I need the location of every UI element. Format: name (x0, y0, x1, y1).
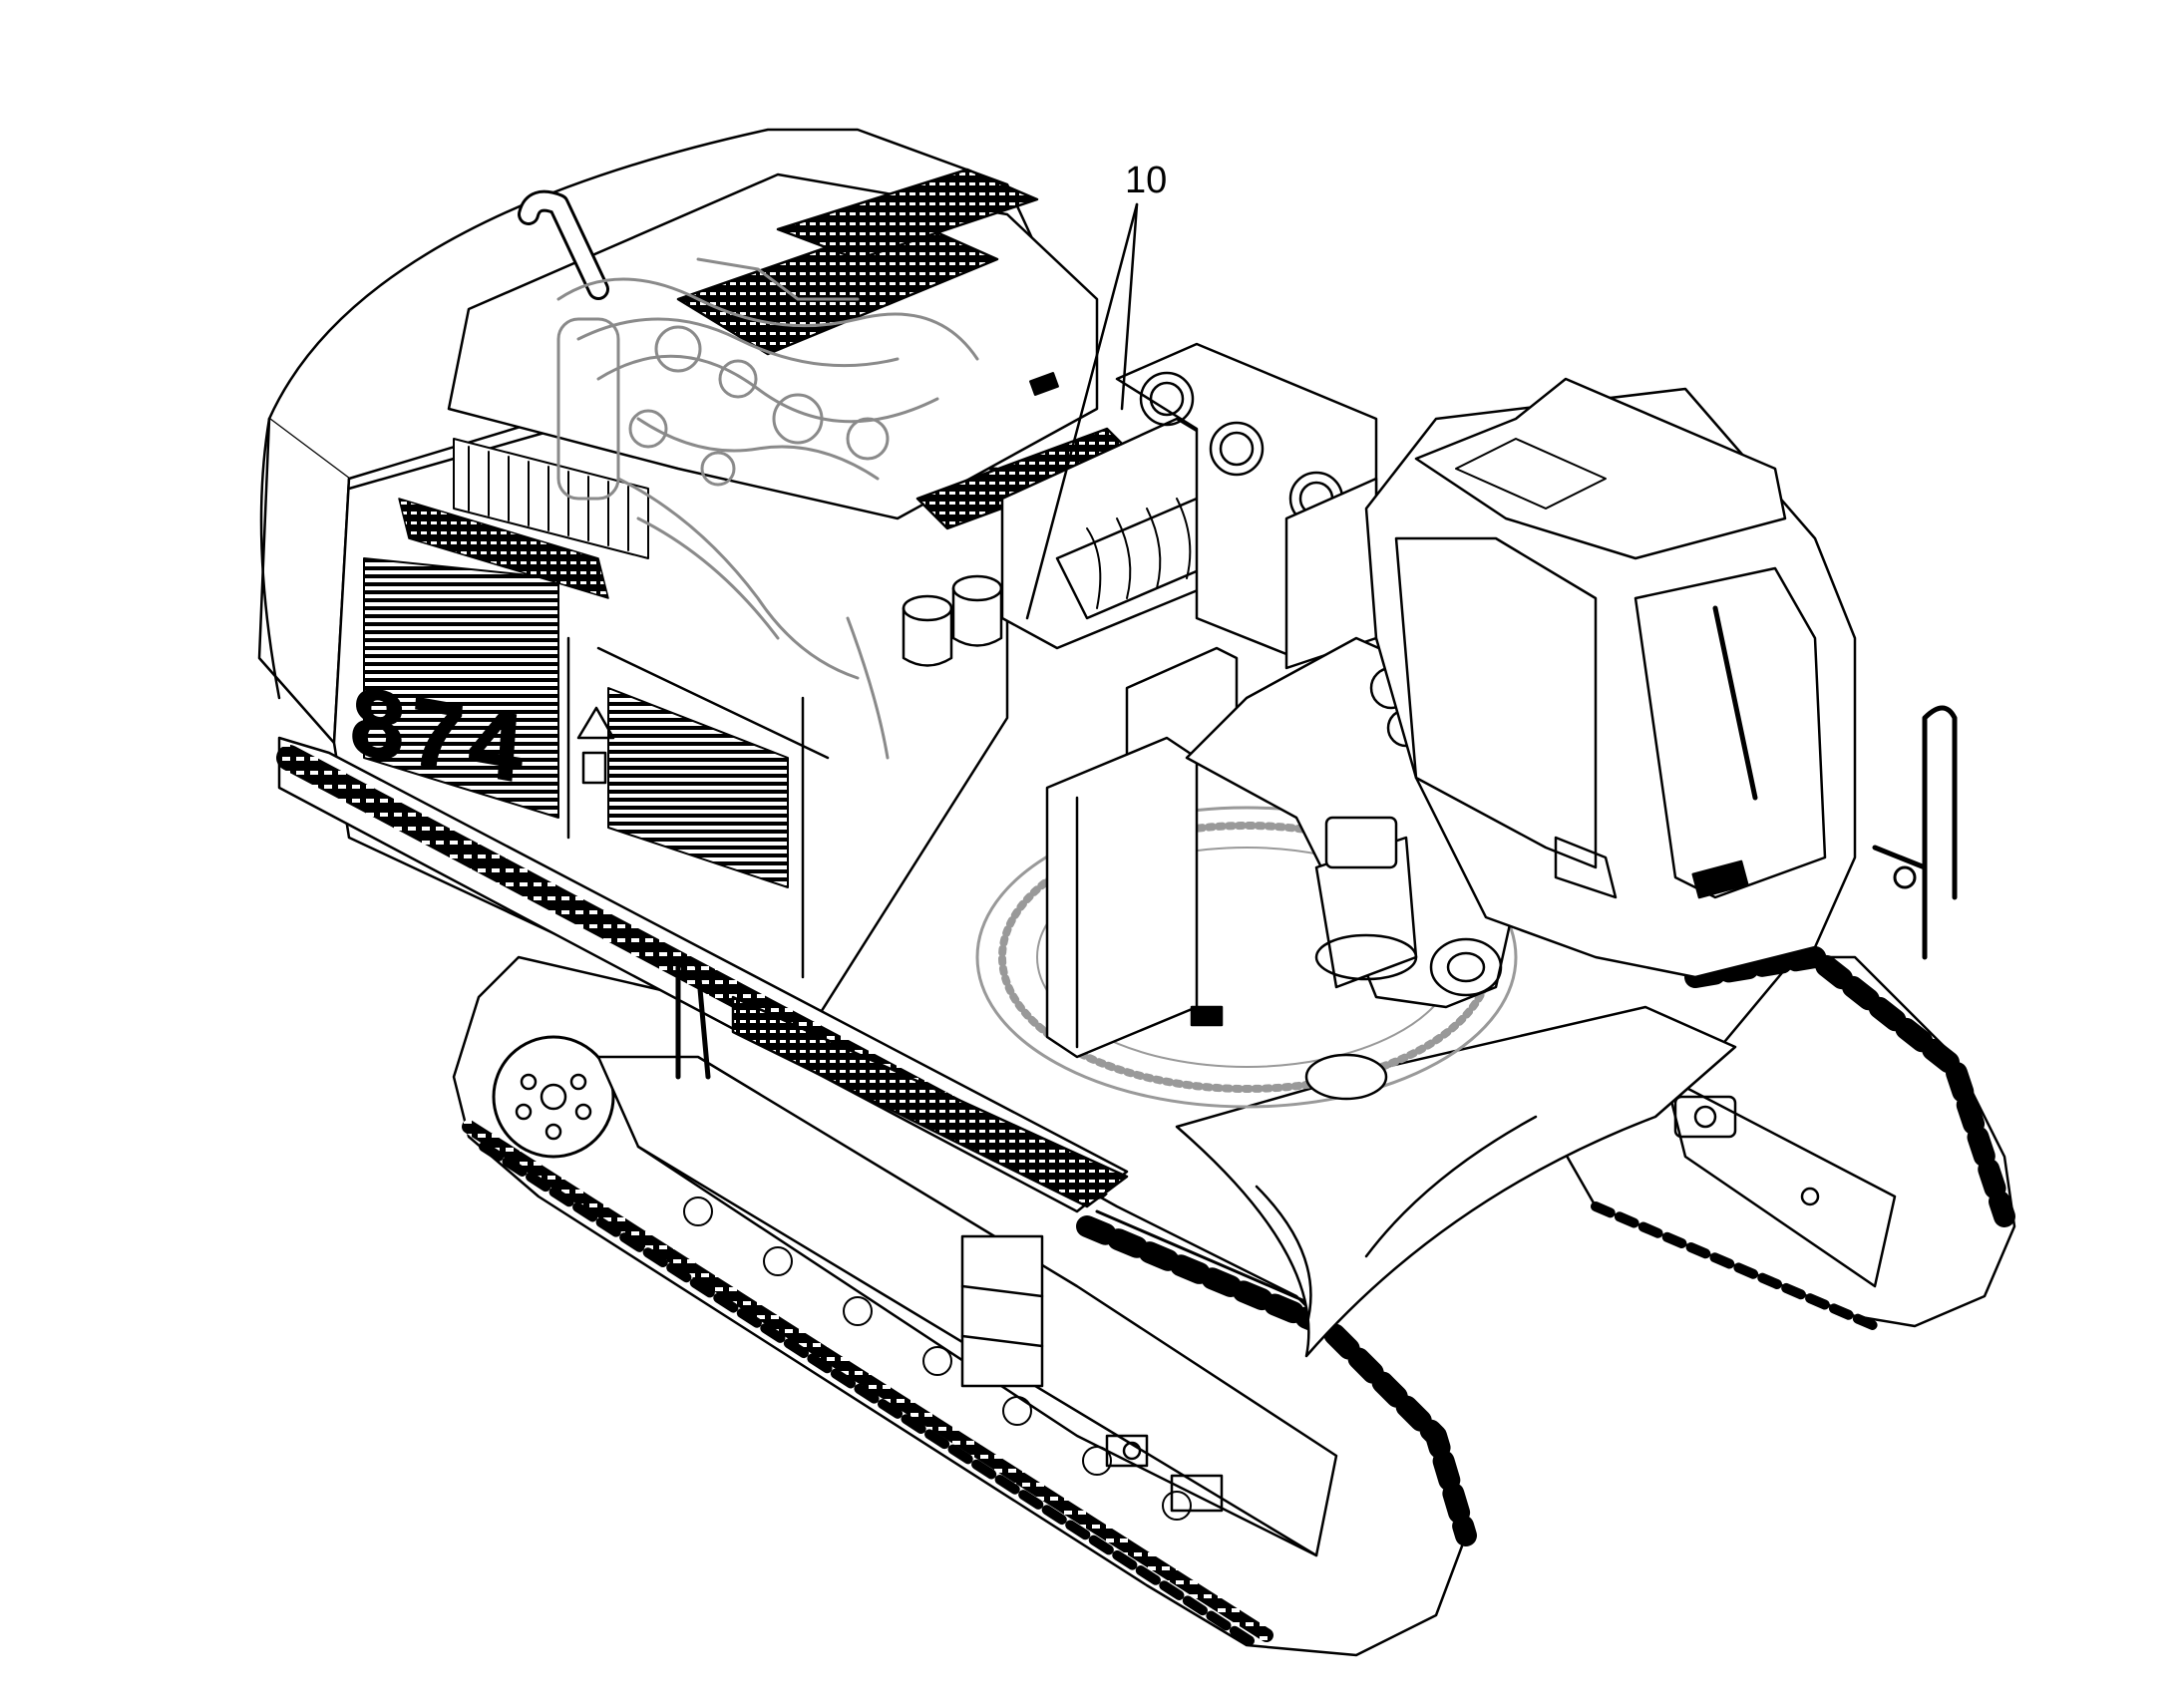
drive-sprocket-icon (492, 1035, 615, 1159)
callout-leaders (1025, 202, 1139, 620)
engine-internals (556, 257, 979, 760)
car-body (1175, 1005, 1737, 1358)
right-track (1554, 946, 2016, 1331)
operator-cab (1364, 377, 1958, 979)
left-track (452, 955, 1477, 1657)
engine-hood (447, 168, 1139, 559)
warning-triangle-icon (576, 706, 615, 740)
hydraulic-section (902, 342, 1378, 1059)
callout-number: 10 (1125, 160, 1168, 201)
upper-structure (257, 128, 1129, 1213)
